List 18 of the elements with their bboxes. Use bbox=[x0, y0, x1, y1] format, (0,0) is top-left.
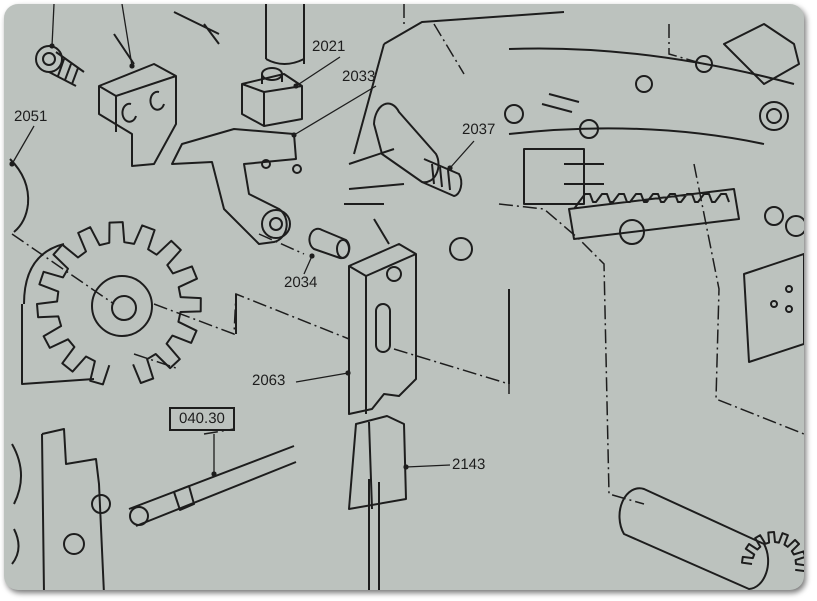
leader-line bbox=[9, 126, 35, 167]
leader-line bbox=[293, 56, 340, 89]
callout-number: 2063 bbox=[252, 372, 286, 390]
leader-line bbox=[49, 4, 55, 49]
leader-line bbox=[211, 434, 217, 477]
leader-line bbox=[121, 4, 135, 69]
callout-number: 2033 bbox=[342, 68, 376, 86]
callout-number: 2051 bbox=[14, 108, 48, 126]
leader-line bbox=[303, 253, 315, 274]
reference-box: 040.30 bbox=[169, 407, 235, 431]
callout-number: 2037 bbox=[462, 121, 496, 139]
leader-line bbox=[403, 464, 450, 470]
leader-line bbox=[447, 140, 474, 171]
callout-number: 2143 bbox=[452, 456, 486, 474]
leader-line bbox=[291, 85, 376, 138]
callout-number: 2034 bbox=[284, 274, 318, 292]
leader-line bbox=[296, 370, 351, 383]
callout-number: 2021 bbox=[312, 38, 346, 56]
